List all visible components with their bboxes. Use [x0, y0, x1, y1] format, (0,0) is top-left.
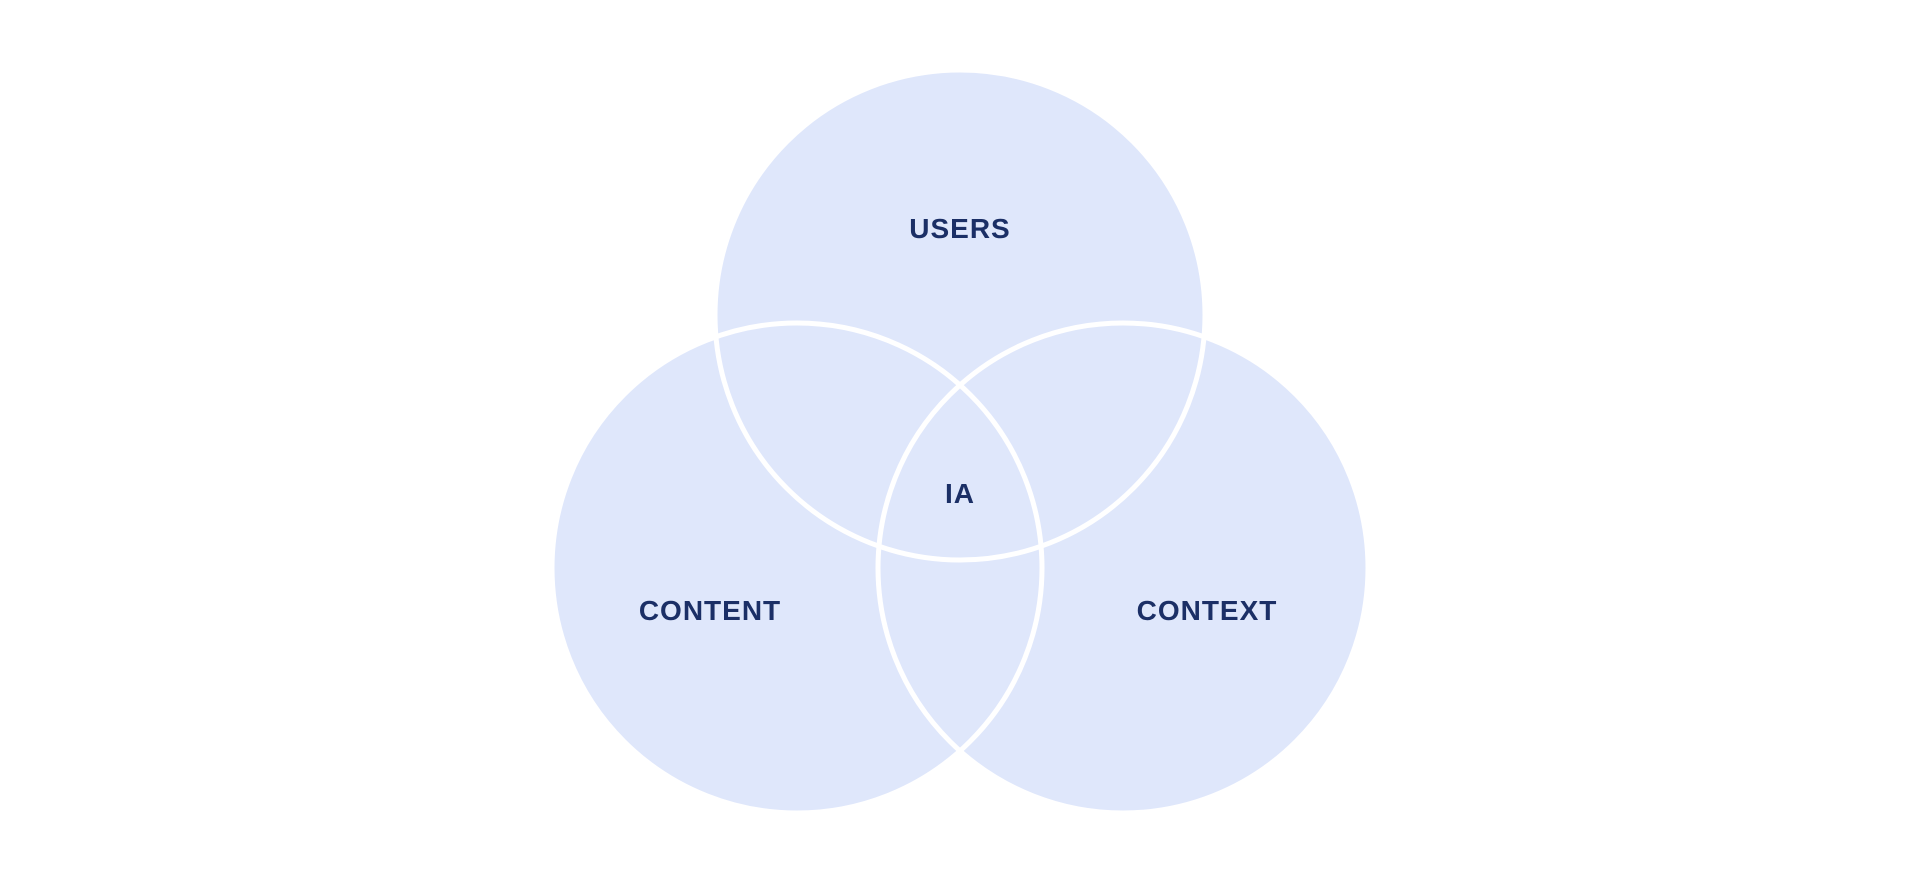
venn-labels: USERS CONTENT CONTEXT IA	[639, 213, 1278, 626]
circle-content-outline	[549, 320, 1045, 816]
label-context: CONTEXT	[1137, 595, 1278, 626]
venn-circle-outlines	[549, 67, 1371, 816]
venn-circle-fills	[552, 70, 1368, 813]
circle-users-outline	[712, 67, 1208, 563]
label-content: CONTENT	[639, 595, 781, 626]
label-intersection-ia: IA	[945, 478, 975, 509]
circle-context-fill	[878, 323, 1368, 813]
label-users: USERS	[909, 213, 1010, 244]
circle-context-outline	[875, 320, 1371, 816]
